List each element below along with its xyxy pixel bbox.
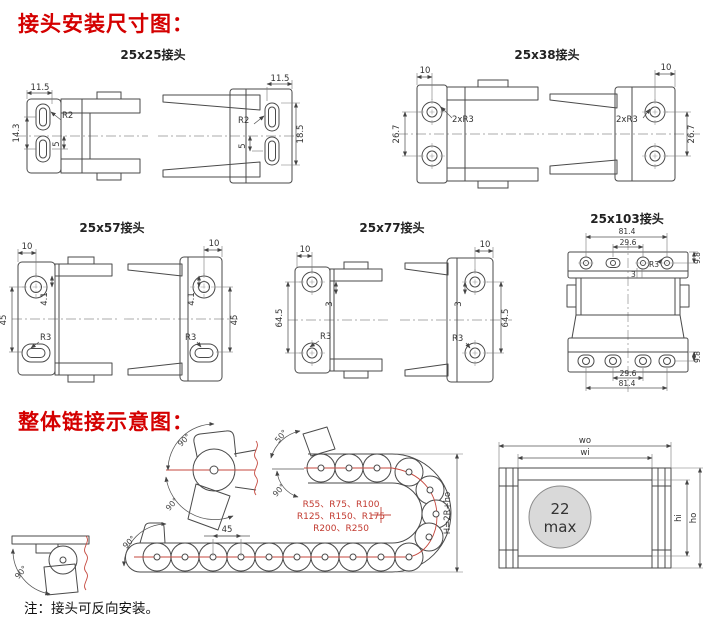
dim-radius: 2xR3	[452, 115, 474, 125]
dim-height-formula: H=2R+ho	[443, 492, 453, 535]
dim-pitch: 64.5	[501, 309, 511, 328]
dim-width: 10	[480, 240, 491, 250]
diagram-25x103: 81.4 29.6 9.8 R3 3 29.6 81.4 9.8	[566, 227, 702, 392]
label-25x57: 25x57接头	[79, 220, 144, 235]
dim-pitch: 64.5	[275, 309, 285, 328]
label-25x77: 25x77接头	[359, 220, 424, 235]
dim-span: 81.4	[619, 379, 636, 388]
diagram-25x77-left: 10 3 64.5 R3	[275, 245, 390, 379]
dim-outer-width: wo	[579, 436, 591, 446]
bend-radii-line3: R200、R250	[313, 524, 369, 534]
dim-radius: R2	[238, 116, 249, 126]
dim-radius: R3	[185, 333, 196, 343]
radius-center-mark	[371, 507, 391, 523]
dim-radius: R3	[40, 333, 51, 343]
chain-schematic: 90° 90° 90°	[10, 421, 463, 596]
diagram-25x38-left: 10 26.7 2xR3	[392, 66, 544, 189]
dim-offset: 4.1	[40, 292, 50, 306]
label-25x103: 25x103接头	[590, 211, 664, 226]
angle-label: 90°	[121, 534, 137, 550]
angle-label: 50°	[273, 428, 289, 445]
dim-width: 10	[661, 63, 672, 73]
dim-radius: 2xR3	[616, 115, 638, 125]
dim-pitch: 45	[0, 315, 9, 326]
dim-span: 81.4	[619, 227, 636, 236]
dim-width: 10	[300, 245, 311, 255]
diagram-25x25-right: 11.5 R2 18.5 5	[158, 74, 306, 184]
diagram-25x57-left: 10 4.1 45 R3	[0, 242, 120, 383]
dim-width: 11.5	[271, 74, 290, 84]
angle-label: 90°	[164, 496, 180, 513]
angle-label: 90°	[271, 482, 287, 499]
label-25x38: 25x38接头	[514, 47, 579, 62]
chain-run: 90° 50° 90° 45 H=2R+ho R55、R75、R10	[121, 426, 463, 573]
angle-label: 90°	[176, 432, 192, 448]
bore-max-label: max	[544, 518, 577, 536]
roller-pins	[153, 464, 440, 561]
dim-offset: 5	[52, 141, 62, 146]
dim-offset: 4.1	[187, 292, 197, 306]
break-line	[84, 535, 88, 591]
pivot-link-top: 90° 90°	[164, 421, 258, 531]
section-title-overall: 整体链接示意图：	[18, 410, 194, 434]
dim-offset: 3	[325, 301, 335, 306]
dim-inner-height: hi	[674, 514, 684, 522]
dim-radius: R3	[320, 332, 331, 342]
dim-radius: R2	[62, 111, 73, 121]
note-reversible: 注：接头可反向安装。	[24, 601, 159, 617]
bore-diameter: 22	[550, 500, 569, 518]
dim-edge: 9.8	[693, 351, 702, 363]
dim-offset: 3	[454, 301, 464, 306]
dim-pitch: 26.7	[687, 125, 697, 144]
diagram-25x77-right: 10 3 64.5 R3	[400, 240, 512, 383]
dim-radius: R3	[452, 334, 463, 344]
dim-width: 10	[209, 239, 220, 249]
diagram-25x57-right: 10 4.1 45 R3	[124, 239, 240, 382]
dim-pitch: 14.3	[12, 124, 22, 143]
dim-radius: R3	[649, 260, 659, 269]
cross-section-diagram: 22 max wo wi hi ho	[498, 436, 703, 569]
dim-edge: 9.8	[693, 252, 702, 264]
dim-pitch: 45	[230, 315, 240, 326]
bend-radii-line2: R125、R150、R175	[297, 512, 385, 522]
dim-pitch-45: 45	[222, 525, 233, 535]
dim-pitch: 26.7	[392, 125, 402, 144]
break-line	[254, 440, 258, 496]
dim-inner: 29.6	[620, 238, 637, 247]
angle-label: 90°	[13, 564, 29, 581]
bend-radii-line1: R55、R75、R100	[303, 500, 380, 510]
dim-width: 10	[22, 242, 33, 252]
dim-pitch: 18.5	[296, 125, 306, 144]
diagram-25x25-left: 11.5 14.3 R2 5	[12, 83, 148, 181]
label-25x25: 25x25接头	[120, 47, 185, 62]
diagram-25x38-right: 10 2xR3 26.7	[548, 63, 700, 182]
dim-outer-height: ho	[689, 513, 699, 524]
cable-bore	[528, 485, 592, 549]
dim-offset: 5	[238, 143, 248, 148]
dim-width: 11.5	[31, 83, 50, 93]
pivot-link-bottom-left: 90°	[10, 535, 90, 596]
section-title-install: 接头安装尺寸图：	[18, 12, 194, 36]
dim-inner: 29.6	[620, 369, 637, 378]
dim-width: 10	[420, 66, 431, 76]
dim-offset: 3	[631, 270, 636, 279]
dim-inner-width: wi	[580, 448, 589, 458]
